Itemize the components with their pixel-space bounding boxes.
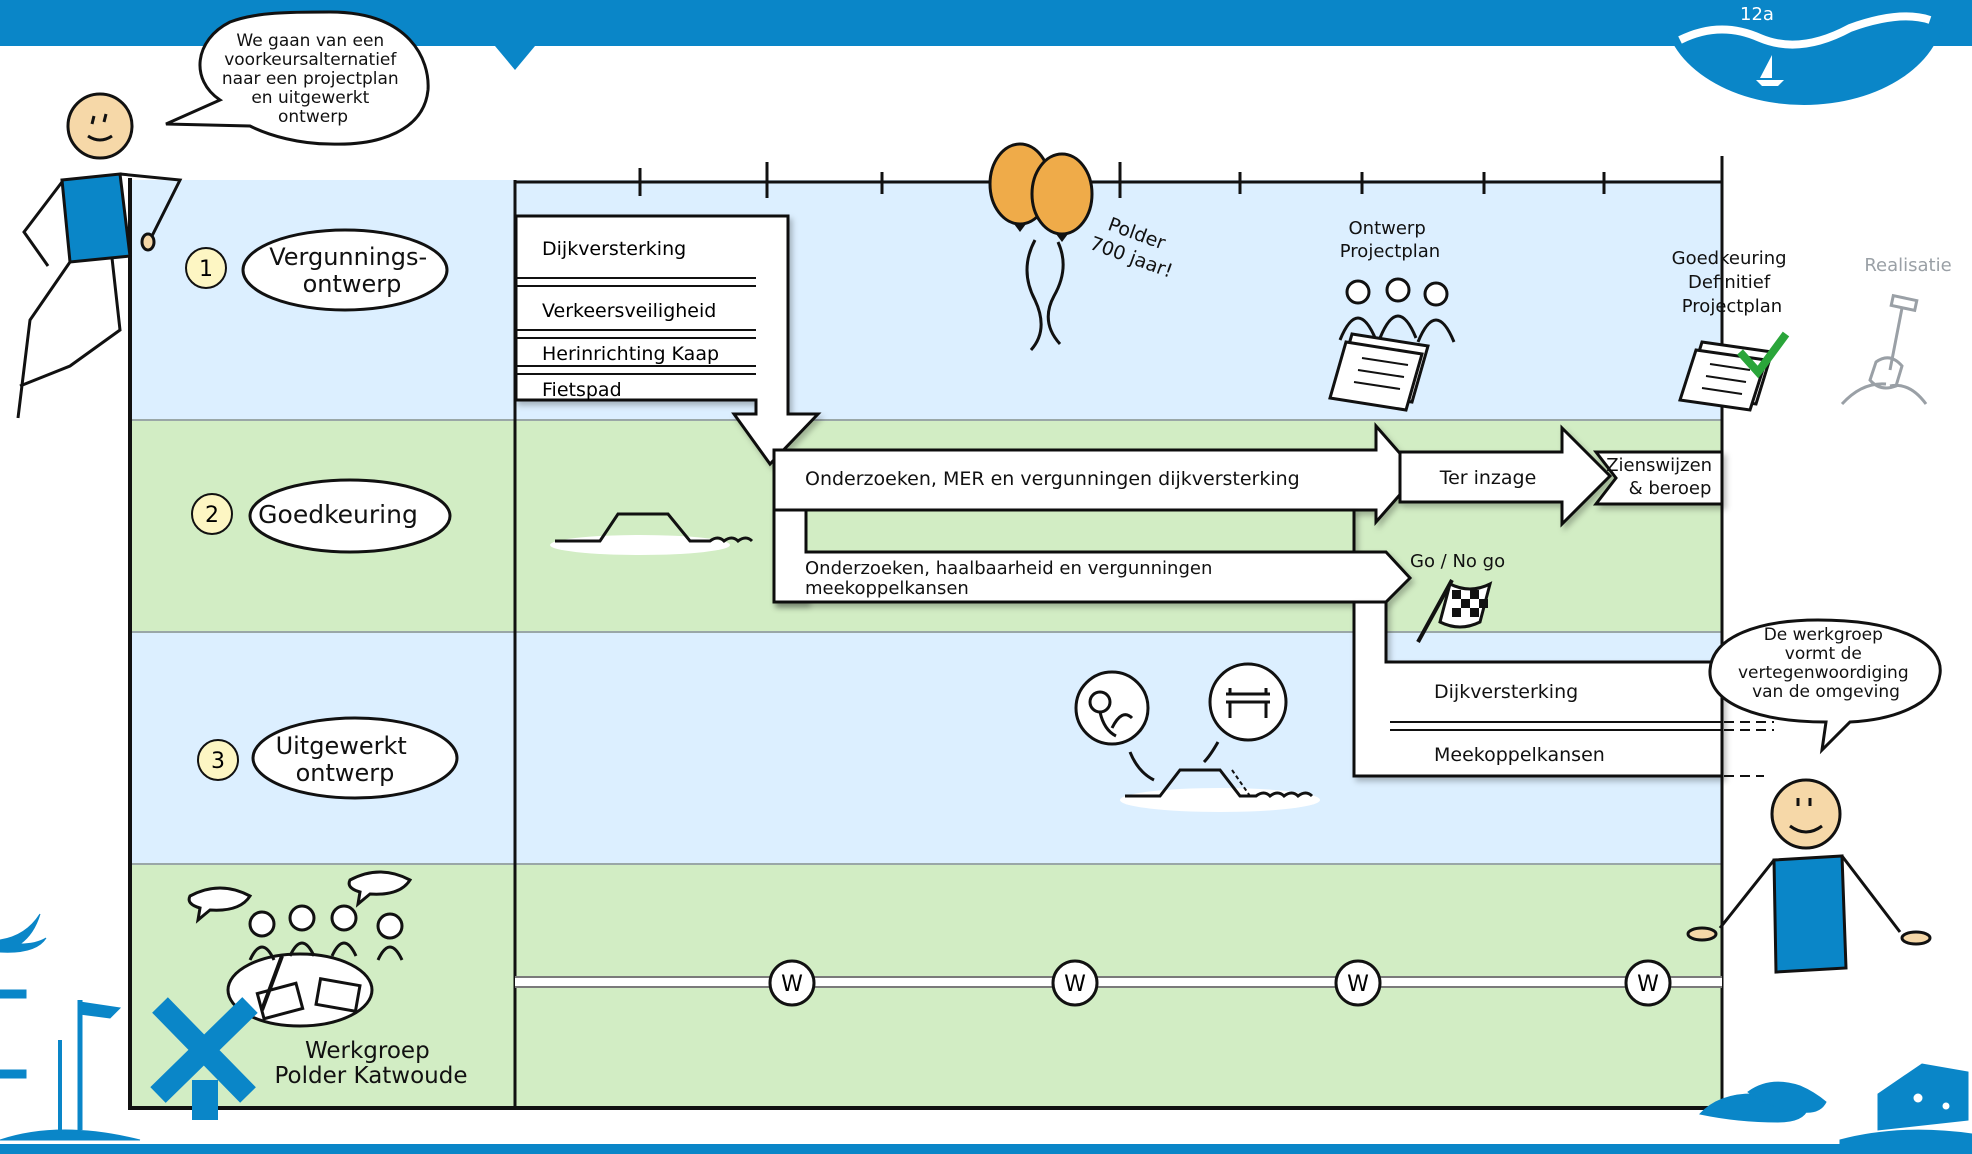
svg-text:Werkgroep Polder Katwoud: Werkgroep Polder Katwoude [274,1038,467,1089]
workshop-marker: W [1334,959,1382,1007]
milestone-ontwerp-line-2: Projectplan [1340,241,1440,262]
workshop-marker: W [1624,959,1672,1007]
phase-3-title-line-2: ontwerp [296,759,395,787]
workshop-marker-label: W [1064,972,1086,997]
speech-intro-line-1: We gaan van een [236,31,384,51]
bench-icon [1208,662,1288,742]
workshop-marker-label: W [1637,972,1659,997]
arrow-onderzoeken-haalbaarheid [772,508,1413,604]
arrow-flower-to-dike [1128,751,1155,782]
workshop-marker-label: W [781,972,803,997]
svg-text:Vergunnings- ontwerp: Vergunnings- ontwerp [269,243,435,298]
milestone-goedkeuring-line-2: Definitief [1688,272,1771,293]
topic-row3-dijkversterking: Dijkversterking [1434,681,1578,703]
arrow-ter-inzage [1398,424,1613,528]
workshop-timeline: W W W W [515,959,1722,1007]
left-harbor-decoration [0,913,141,1141]
label-zienswijzen-line-2: & beroep [1629,478,1712,499]
speech-workgroup-line-4: van de omgeving [1752,682,1900,702]
phase-2-title: Goedkeuring [258,500,418,529]
speech-bubble-intro: We gaan van een voorkeursalternatief naa… [165,10,430,146]
topic-herinrichting-kaap: Herinrichting Kaap [542,343,719,365]
milestone-goedkeuring-line-3: Projectplan [1682,296,1782,317]
cheese-icon [1839,1063,1972,1147]
realisatie-label: Realisatie [1864,255,1951,276]
speech-intro-line-4: en uitgewerkt [251,88,369,108]
svg-text:Goedkeuring Definitief: Goedkeuring Definitief Projectplan [1672,248,1793,317]
speech-workgroup-line-2: vormt de [1785,644,1862,664]
speech-intro-line-2: voorkeursalternatief [224,50,397,70]
label-zienswijzen-line-1: Zienswijzen [1606,455,1712,476]
svg-text:We gaan van een voorke: We gaan van een voorkeursalternatief naa… [222,31,404,127]
approved-document-icon [1678,331,1790,412]
stick-figure-left [16,92,183,419]
flower-icon [1074,670,1150,746]
phase-3-title-line-1: Uitgewerkt [276,732,407,760]
stick-figure-right [1686,778,1932,974]
label-go-no-go: Go / No go [1410,551,1505,572]
milestone-goedkeuring-line-1: Goedkeuring [1672,248,1787,269]
workshop-marker: W [1051,959,1099,1007]
phase-1-label: 1 Vergunnings- ontwerp [185,228,449,312]
workgroup-label-line-1: Werkgroep [305,1038,430,1064]
workshop-marker-label: W [1347,972,1369,997]
clogs-icon [1699,1081,1827,1123]
arrow-zienswijzen [1592,450,1724,506]
workshop-marker: W [768,959,816,1007]
speech-intro-line-3: naar een projectplan [222,69,399,89]
milestone-realisatie: Realisatie [1840,255,1952,406]
speech-bubble-workgroup: De werkgroep vormt de vertegenwoordiging… [1708,618,1942,755]
svg-text:Ontwerp Projectplan: Ontwerp Projectplan [1340,218,1440,262]
topic-fietspad: Fietspad [542,379,622,401]
header-notch [495,46,535,70]
phase-2-label: 2 Goedkeuring [191,478,452,554]
speech-workgroup-line-3: vertegenwoordiging [1738,663,1909,683]
phase-1-title-line-1: Vergunnings- [269,243,427,271]
speech-intro-line-5: ontwerp [278,107,348,127]
label-haalbaarheid-line-2: meekoppelkansen [805,578,969,599]
footer-bar [0,1144,1972,1154]
balloons-icon [988,142,1094,352]
milestone-ontwerp-line-1: Ontwerp [1349,218,1426,239]
phase-1-title-line-2: ontwerp [303,270,402,298]
svg-text:Uitgewerkt ontwerp: Uitgewerkt ontwerp [276,732,415,787]
phase-3-number: 3 [211,749,225,774]
speech-workgroup-line-1: De werkgroep [1764,625,1883,645]
sailboat-icon [1760,55,1772,78]
topic-verkeersveiligheid: Verkeersveiligheid [542,300,716,322]
people-with-document-icon [1328,277,1456,412]
checkered-flag-icon [1416,579,1493,643]
arrow-bench-to-dike [1202,741,1220,764]
svg-text:Onderzoeken, haalbaarheid en v: Onderzoeken, haalbaarheid en vergunninge… [805,558,1218,599]
topic-row3-meekoppelkansen: Meekoppelkansen [1434,744,1605,766]
milestone-ontwerp-projectplan: Ontwerp Projectplan [1328,218,1456,412]
windmill-icon [150,997,258,1120]
phase-2-number: 2 [205,503,219,528]
phase-1-number: 1 [199,257,213,282]
topic-dijkversterking: Dijkversterking [542,238,686,260]
svg-text:Zienswijzen & beroep: Zienswijzen & beroep [1606,455,1718,499]
workgroup-label-line-2: Polder Katwoude [274,1063,467,1089]
dike-profile-row3-icon [1120,768,1320,812]
timeline [515,162,1722,198]
dike-profile-icon [550,512,754,555]
milestone-goedkeuring-projectplan: Goedkeuring Definitief Projectplan [1672,248,1793,412]
workgroup-meeting-icon [187,870,413,1028]
label-haalbaarheid-line-1: Onderzoeken, haalbaarheid en vergunninge… [805,558,1212,579]
label-ter-inzage: Ter inzage [1439,467,1537,489]
svg-text:De werkgroep vormt de: De werkgroep vormt de vertegenwoordiging… [1738,625,1914,702]
phase-3-label: 3 Uitgewerkt ontwerp [197,716,459,800]
topics-arrow-row1: Dijkversterking Verkeersveiligheid Herin… [514,214,822,467]
logo-number: 12a [1740,4,1774,25]
label-onderzoeken-mer: Onderzoeken, MER en vergunningen dijkver… [805,468,1300,490]
logo-badge: 12a [1664,0,1944,105]
shovel-icon [1840,293,1928,406]
